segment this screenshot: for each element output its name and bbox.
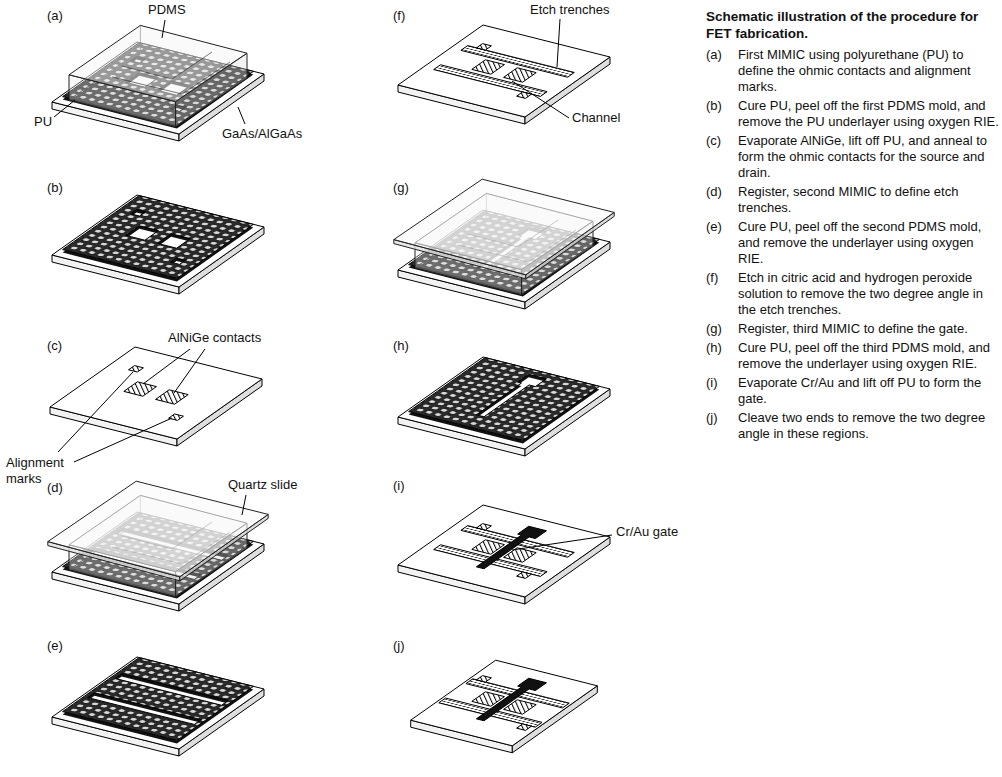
panel-b-drawing [52,195,264,294]
part-label: PDMS [148,2,186,18]
step-text: Register, third MIMIC to define the gate… [738,321,1000,337]
part-label: Etch trenches [530,2,610,18]
leader-line [58,372,133,452]
panel-i-drawing [398,505,610,604]
step-letter: (j) [706,410,718,426]
panel-letter: (f) [393,8,405,24]
step-text: Evaporate Cr/Au and lift off PU to form … [738,375,1000,407]
panel-letter: (i) [393,478,405,494]
leader-line [557,19,560,67]
panel-letter: (j) [393,638,405,654]
panel-d-drawing [48,481,268,611]
leader-line [512,81,569,118]
part-label: AlNiGe contacts [168,330,261,346]
step-letter: (g) [706,321,722,337]
figure-title: Schematic illustration of the procedure … [706,8,998,42]
leader-line [54,100,75,117]
leader-line [512,535,612,550]
panel-letter: (c) [47,338,62,354]
panel-c-drawing [50,347,262,446]
leader-lines [54,19,612,550]
step-text: Cure PU, peel off the second PDMS mold, … [738,219,1000,267]
step-text: Evaporate AlNiGe, lift off PU, and annea… [738,133,1000,181]
part-label: Cr/Au gate [616,524,678,540]
panel-h-drawing [398,357,610,456]
panel-e-drawing [52,657,264,756]
step-letter: (a) [706,47,722,63]
leader-line [238,107,245,124]
leader-line [242,495,246,515]
step-letter: (f) [706,270,718,286]
panel-j-drawing [411,660,598,753]
step-text: Cure PU, peel off the first PDMS mold, a… [738,98,1000,130]
panel-letter: (d) [47,480,63,496]
panel-letter: (e) [47,638,63,654]
panel-letter: (b) [47,180,63,196]
step-letter: (i) [706,375,718,391]
panel-a-drawing [52,25,264,141]
step-text: Cleave two ends to remove the two degree… [738,410,1000,442]
panel-letter: (a) [47,8,63,24]
leader-line [143,349,190,384]
part-label: Quartz slide [228,477,297,493]
step-text: Register, second MIMIC to define etch tr… [738,184,1000,216]
leader-line [174,349,205,393]
step-text: Etch in citric acid and hydrogen peroxid… [738,270,1000,318]
step-text: First MIMIC using polyurethane (PU) to d… [738,47,1000,95]
panel-g-drawing [394,179,614,309]
leader-line [162,20,165,38]
panel-letter: (h) [393,338,409,354]
part-label: GaAs/AlGaAs [222,126,302,142]
panel-letter: (g) [393,180,409,196]
step-text: Cure PU, peel off the third PDMS mold, a… [738,340,1000,372]
part-label: PU [34,114,52,130]
panel-f-drawing [398,25,610,124]
step-letter: (c) [706,133,721,149]
step-letter: (b) [706,98,722,114]
step-letter: (h) [706,340,722,356]
step-letter: (d) [706,184,722,200]
part-label: Channel [572,110,620,126]
step-letter: (e) [706,219,722,235]
leader-line [74,418,172,462]
